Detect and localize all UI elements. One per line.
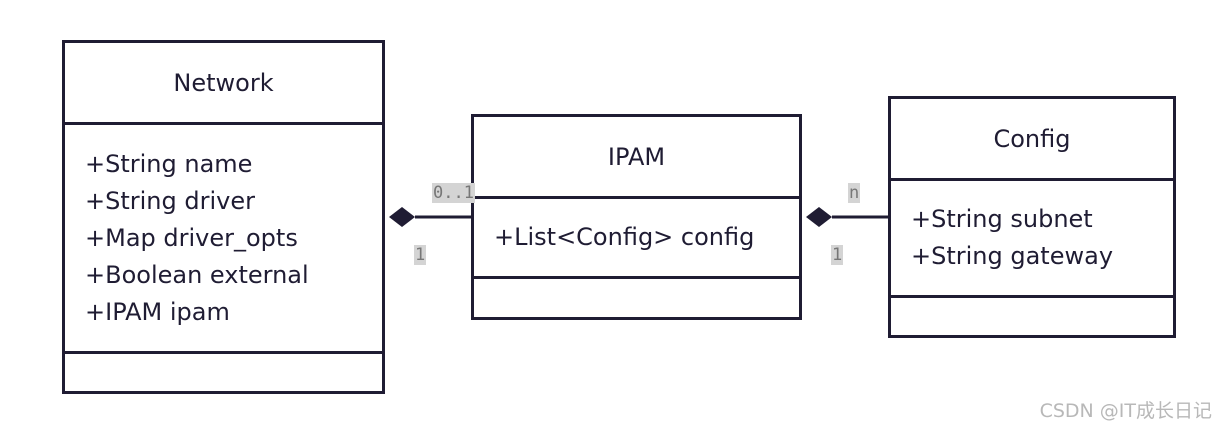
attribute: +String driver [85, 186, 255, 215]
class-name: Network [65, 43, 382, 125]
multiplicity-label-config: n [848, 183, 861, 203]
methods-compartment [65, 354, 382, 391]
network-ipam-diamond [389, 207, 415, 227]
ipam-config-diamond [806, 207, 832, 227]
multiplicity-label-ipam-whole: 1 [831, 245, 844, 265]
attributes-compartment: +String subnet +String gateway [891, 181, 1173, 298]
class-network: Network +String name +String driver +Map… [62, 40, 385, 394]
attribute: +IPAM ipam [85, 297, 230, 326]
class-ipam: IPAM +List<Config> config [471, 114, 802, 320]
attribute: +Map driver_opts [85, 223, 298, 252]
attribute: +Boolean external [85, 260, 309, 289]
attributes-compartment: +String name +String driver +Map driver_… [65, 125, 382, 354]
methods-compartment [474, 279, 799, 317]
class-name: IPAM [474, 117, 799, 199]
class-config: Config +String subnet +String gateway [888, 96, 1176, 338]
class-name: Config [891, 99, 1173, 181]
watermark: CSDN @IT成长日记 [1039, 400, 1212, 422]
multiplicity-label-ipam: 0..1 [432, 183, 475, 203]
attribute: +String name [85, 149, 253, 178]
attributes-compartment: +List<Config> config [474, 199, 799, 279]
attribute: +String subnet [911, 205, 1093, 233]
methods-compartment [891, 298, 1173, 335]
multiplicity-label-network: 1 [414, 245, 427, 265]
attribute: +String gateway [911, 242, 1114, 270]
attribute: +List<Config> config [494, 223, 755, 251]
